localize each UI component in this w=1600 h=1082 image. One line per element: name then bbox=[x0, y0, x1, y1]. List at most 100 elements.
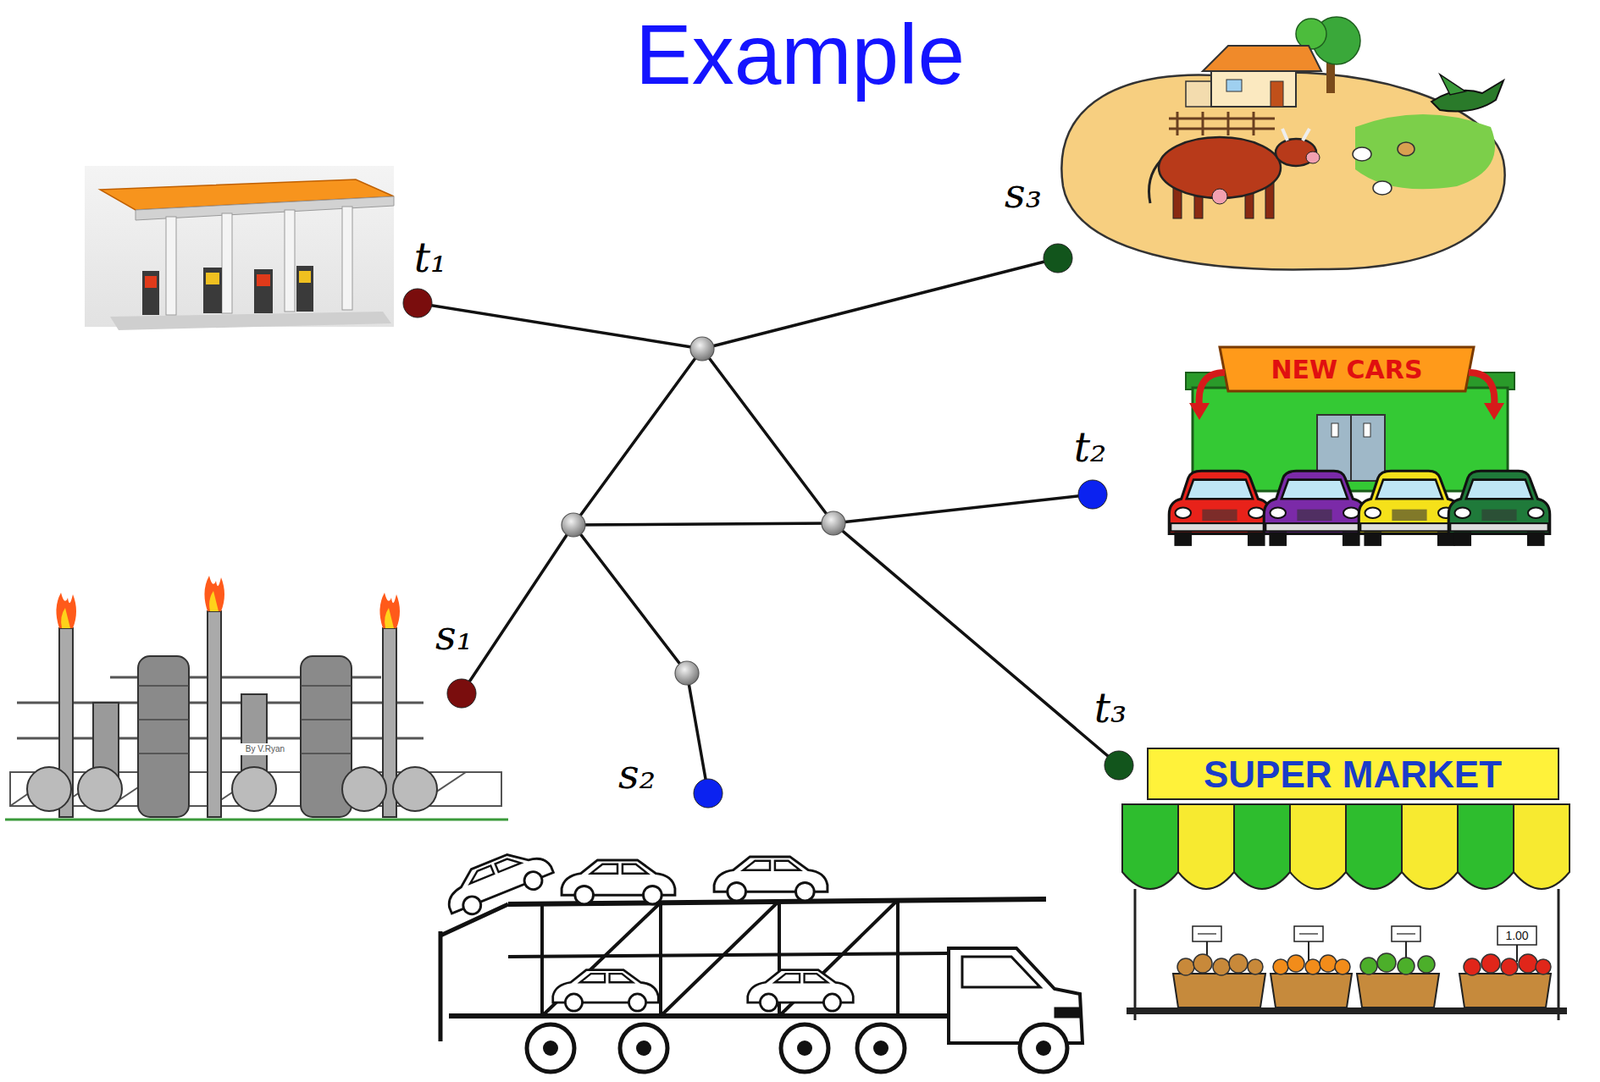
farm bbox=[1431, 80, 1504, 112]
farm bbox=[1439, 74, 1466, 95]
car-dealership bbox=[1468, 372, 1495, 409]
supermarket bbox=[1197, 933, 1416, 936]
supermarket bbox=[1299, 933, 1318, 936]
network-edges bbox=[461, 525, 574, 694]
supermarket bbox=[1401, 804, 1458, 890]
car-dealership bbox=[1168, 347, 1550, 547]
network-edges bbox=[417, 258, 1119, 794]
refinery bbox=[77, 767, 122, 812]
junction-dot bbox=[821, 511, 846, 536]
car-carrier bbox=[1035, 1040, 1052, 1057]
car-carrier bbox=[797, 1040, 813, 1057]
supermarket bbox=[1334, 959, 1351, 975]
terminal-label: t₃ bbox=[1094, 686, 1128, 731]
supermarket bbox=[1391, 926, 1421, 942]
supermarket bbox=[1463, 958, 1481, 976]
terminal-node: s₂ bbox=[618, 752, 656, 797]
car-dealership bbox=[1189, 403, 1210, 421]
car-carrier bbox=[896, 900, 900, 1017]
supermarket bbox=[1289, 804, 1346, 890]
farm bbox=[1201, 111, 1205, 136]
farm bbox=[1306, 151, 1320, 164]
supermarket bbox=[1177, 954, 1263, 976]
refinery bbox=[232, 767, 277, 812]
junction-dot bbox=[690, 337, 715, 361]
refinery bbox=[5, 819, 509, 822]
terminal-dot bbox=[403, 288, 432, 318]
car-carrier bbox=[714, 857, 828, 902]
terminal-dot bbox=[447, 679, 477, 709]
terminal-dot bbox=[1104, 751, 1134, 781]
terminal-dot bbox=[444, 676, 479, 711]
supermarket bbox=[1463, 954, 1551, 976]
sign-text: NEW CARS bbox=[1270, 355, 1423, 386]
supermarket bbox=[1192, 926, 1537, 946]
supermarket bbox=[1356, 974, 1440, 1008]
supermarket bbox=[1535, 959, 1551, 975]
slide-title: Example bbox=[0, 11, 1600, 97]
farm bbox=[1061, 72, 1505, 271]
refinery bbox=[138, 752, 189, 755]
network-edges bbox=[573, 523, 834, 526]
supermarket bbox=[1270, 974, 1352, 1008]
supermarket bbox=[1178, 804, 1235, 890]
car-dealership bbox=[1199, 372, 1225, 409]
refinery bbox=[300, 752, 352, 755]
gas-station bbox=[144, 276, 157, 288]
supermarket bbox=[1122, 804, 1179, 890]
farm bbox=[1212, 188, 1228, 205]
car-carrier bbox=[1019, 1024, 1068, 1073]
terminal-label: s₃ bbox=[1004, 171, 1042, 216]
gas-station bbox=[298, 271, 311, 283]
gas-station bbox=[296, 265, 314, 312]
supermarket bbox=[1307, 940, 1310, 963]
terminal-dot bbox=[691, 776, 726, 811]
supermarket bbox=[1305, 959, 1321, 975]
car-carrier bbox=[439, 841, 1083, 1073]
gas-station bbox=[203, 267, 222, 314]
refinery bbox=[60, 608, 71, 629]
car-dealership bbox=[1483, 403, 1505, 421]
network-edges bbox=[833, 494, 1093, 524]
terminal-node: t₃ bbox=[1094, 686, 1128, 731]
farm bbox=[1352, 147, 1372, 161]
gas-station bbox=[221, 213, 233, 314]
farm bbox=[1397, 142, 1415, 156]
farm bbox=[1282, 128, 1310, 141]
farm bbox=[1295, 18, 1327, 50]
farm bbox=[1270, 81, 1284, 107]
terminal-dot bbox=[693, 779, 723, 809]
terminal-node: s₃ bbox=[1004, 171, 1042, 216]
farm bbox=[1226, 79, 1242, 92]
car-carrier bbox=[448, 1013, 953, 1019]
gas-station bbox=[254, 269, 273, 314]
network-edges bbox=[573, 525, 687, 674]
farm bbox=[1202, 45, 1322, 72]
junction-dot bbox=[561, 513, 586, 538]
supermarket bbox=[1397, 957, 1415, 975]
watermark: By V.Ryan bbox=[243, 744, 287, 755]
farm bbox=[1168, 127, 1275, 131]
supermarket bbox=[1122, 748, 1570, 1021]
refinery bbox=[384, 608, 394, 629]
supermarket bbox=[1273, 955, 1351, 975]
supermarket bbox=[1294, 926, 1324, 942]
refinery bbox=[27, 767, 438, 812]
supermarket bbox=[1212, 958, 1230, 976]
supermarket bbox=[1516, 945, 1518, 963]
refinery bbox=[138, 719, 189, 721]
refinery bbox=[27, 767, 72, 812]
car-carrier bbox=[439, 841, 558, 922]
car-carrier bbox=[508, 900, 949, 1017]
farm bbox=[1211, 69, 1296, 107]
car-carrier bbox=[526, 1024, 1068, 1073]
network-edges bbox=[573, 348, 703, 526]
farm bbox=[1168, 111, 1275, 136]
terminal-dot bbox=[1075, 477, 1110, 512]
supermarket bbox=[1513, 804, 1570, 890]
car-carrier bbox=[542, 1040, 1052, 1057]
supermarket bbox=[1345, 804, 1402, 890]
car-carrier bbox=[873, 1040, 889, 1057]
car-carrier bbox=[508, 953, 949, 958]
